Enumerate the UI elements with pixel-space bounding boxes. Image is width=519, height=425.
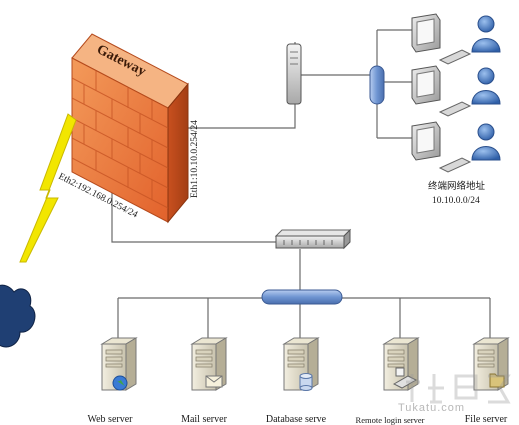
terminal-computer-3 <box>411 121 501 173</box>
server-4 <box>382 337 420 391</box>
server-hub-icon <box>261 289 343 305</box>
user-icon <box>471 15 501 53</box>
internet-cloud-icon <box>0 284 36 348</box>
server-tower-icon <box>100 337 138 391</box>
monitor-icon <box>411 121 441 161</box>
terminal-subnet-label: 10.10.0.0/24 <box>432 196 480 206</box>
terminal-network-label: 终端网络地址 <box>428 180 486 192</box>
server-label-database: Database serve <box>265 414 327 425</box>
server-tower-icon <box>472 337 510 391</box>
globe-icon <box>112 375 128 391</box>
server-tower-icon <box>382 337 420 391</box>
eth1-label: Eth1:10.10.0.254/24 <box>190 120 200 198</box>
user-icon <box>471 123 501 161</box>
server-3 <box>282 337 320 391</box>
folder-icon <box>489 373 505 388</box>
server-label-mail: Mail server <box>181 414 227 425</box>
keyboard-icon <box>438 49 472 65</box>
monitor-icon <box>411 65 441 105</box>
server-label-remote-login: Remote login server <box>355 415 425 425</box>
keyboard-icon <box>438 157 472 173</box>
lower-switch-icon <box>274 228 352 250</box>
keyboard-icon <box>392 367 418 389</box>
watermark-text: Tukatu.com <box>398 402 466 414</box>
server-1 <box>100 337 138 391</box>
terminal-hub-icon <box>369 65 385 105</box>
database-icon <box>299 373 313 391</box>
server-label-file: File server <box>464 414 508 425</box>
server-group <box>100 337 510 391</box>
user-icon <box>471 67 501 105</box>
watermark-logo <box>406 374 511 404</box>
mail-icon <box>205 375 223 388</box>
terminal-group <box>411 13 501 173</box>
server-label-web: Web server <box>87 414 133 425</box>
server-5 <box>472 337 510 391</box>
server-2 <box>190 337 228 391</box>
gateway-firewall <box>71 33 189 224</box>
keyboard-icon <box>438 101 472 117</box>
terminal-computer-2 <box>411 65 501 117</box>
upper-switch-icon <box>286 43 302 105</box>
terminal-computer-1 <box>411 13 501 65</box>
lightning-bolt-icon <box>19 113 77 263</box>
monitor-icon <box>411 13 441 53</box>
